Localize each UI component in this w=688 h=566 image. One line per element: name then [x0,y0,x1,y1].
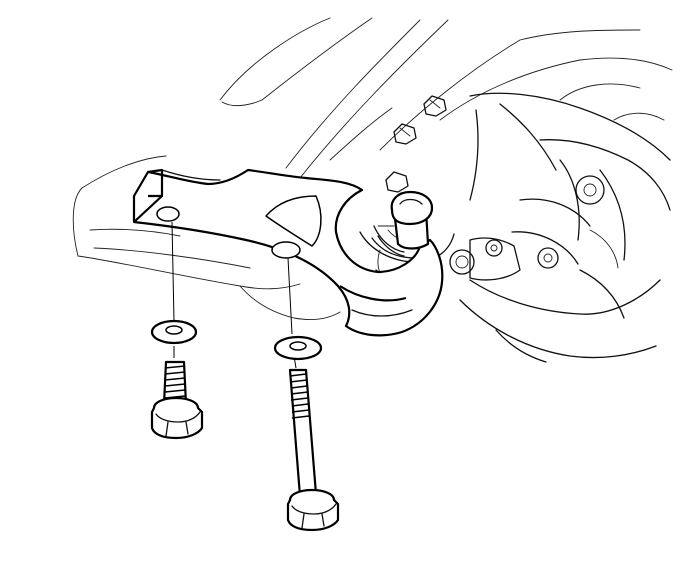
washer [150,319,198,345]
vehicle-body-outline [219,17,673,179]
housing-studs [385,95,521,281]
left-frame-rail [72,155,341,321]
washer [273,335,323,361]
transmission-housing [459,83,671,363]
pivot-bolt [373,190,434,257]
long-bolt [286,368,340,532]
short-bolt [150,360,204,440]
